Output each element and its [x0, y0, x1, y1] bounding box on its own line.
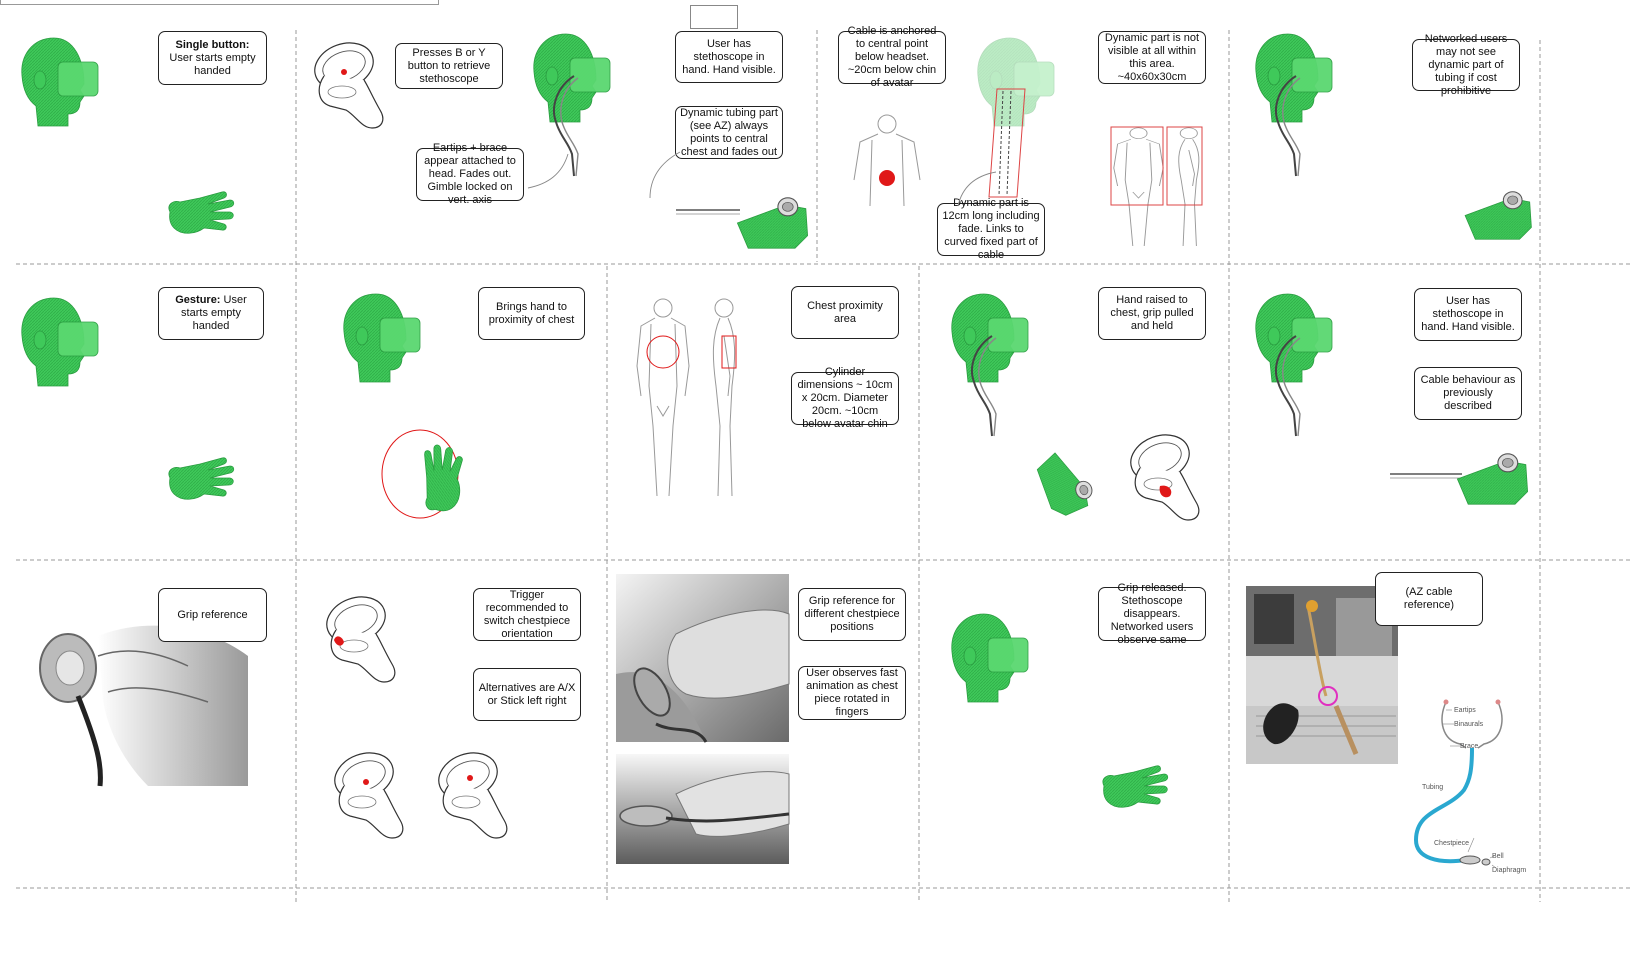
note-eartips-brace: Eartips + brace appear attached to head.… [416, 142, 524, 206]
note-brings-hand: Brings hand to proximity of chest [478, 287, 585, 340]
note-not-visible-area: Dynamic part is not visible at all withi… [1098, 31, 1206, 84]
avatar-hand-icon [168, 191, 235, 234]
avatar-body-side-icon [712, 298, 737, 497]
vr-controller-button-icon [327, 744, 404, 839]
note-gesture: Gesture: User starts empty handed [158, 287, 264, 340]
note-grip-reference: Grip reference [158, 588, 267, 642]
az-cable-reference-photo [1246, 586, 1398, 764]
note-trigger-recommended: Trigger recommended to switch chestpiece… [473, 588, 581, 641]
grip-photo-chest [616, 574, 790, 743]
vr-controller-trigger-icon [319, 588, 396, 683]
note-grip-released: Grip released. Stethoscope disappears. N… [1098, 582, 1206, 646]
avatar-body-side-icon [1166, 126, 1203, 247]
avatar-head-icon [21, 37, 99, 127]
note-grip-reference-positions: Grip reference for different chestpiece … [798, 588, 906, 641]
note-dynamic-part-length: Dynamic part is 12cm long including fade… [937, 197, 1045, 261]
bell-label: Bell [1492, 853, 1504, 860]
note-single-button: Single button: User starts empty handed [158, 31, 267, 85]
avatar-body-front-icon [853, 114, 921, 207]
avatar-head-icon [21, 297, 99, 387]
note-cable-anchor: Cable is anchored to central point below… [838, 25, 946, 89]
vr-controller-stick-icon [431, 744, 508, 839]
grip-photo-table [616, 754, 790, 864]
avatar-head-stethoscope-icon [1255, 33, 1333, 177]
note-fast-animation: User observes fast animation as chest pi… [798, 666, 906, 720]
tubing-label: Tubing [1422, 784, 1443, 791]
cable-segment-icon [988, 88, 1026, 198]
arrow-connector [649, 151, 681, 199]
chestpiece-icon [1464, 191, 1532, 240]
note-networked-users: Networked users may not see dynamic part… [1412, 33, 1520, 97]
chestpiece-in-hand-icon [1033, 444, 1098, 520]
note-dynamic-tubing: Dynamic tubing part (see AZ) always poin… [675, 106, 783, 159]
note-hand-raised: Hand raised to chest, grip pulled and he… [1098, 287, 1206, 340]
avatar-head-icon [343, 293, 421, 383]
avatar-hand-icon [1102, 765, 1169, 808]
note-cylinder-dimensions: Cylinder dimensions ~ 10cm x 20cm. Diame… [791, 366, 899, 430]
binaurals-label: Binaurals [1454, 721, 1484, 728]
arrow-connector [527, 153, 569, 189]
chestpiece-icon [676, 197, 809, 249]
chestpiece-label: Chestpiece [1434, 840, 1469, 847]
top-frame-edge [0, 0, 439, 5]
vr-controller-icon [307, 34, 384, 129]
arrow-connector [957, 171, 997, 207]
avatar-body-front-icon [1110, 126, 1164, 247]
note-has-stethoscope-1: User has stethoscope in hand. Hand visib… [675, 31, 783, 83]
note-alternatives: Alternatives are A/X or Stick left right [473, 668, 581, 721]
vr-controller-icon [1123, 426, 1200, 521]
top-small-frame [690, 5, 738, 29]
chestpiece-icon [1390, 453, 1529, 505]
brace-label: Brace [1460, 743, 1478, 750]
note-cable-behaviour: Cable behaviour as previously described [1414, 367, 1522, 420]
eartips-label: Eartips [1454, 707, 1476, 714]
avatar-head-icon [951, 613, 1029, 703]
avatar-head-stethoscope-icon [951, 293, 1029, 437]
avatar-hand-icon [168, 457, 235, 500]
note-has-stethoscope-2: User has stethoscope in hand. Hand visib… [1414, 288, 1522, 341]
stethoscope-diagram: Eartips Binaurals Brace Tubing Chestpiec… [1413, 699, 1526, 874]
note-chest-proximity: Chest proximity area [791, 286, 899, 339]
hand-raised-proximity-icon [381, 429, 468, 519]
diaphragm-label: Diaphragm [1492, 867, 1526, 874]
avatar-body-front-icon [636, 298, 690, 497]
note-az-cable-reference: (AZ cable reference) [1375, 572, 1483, 626]
avatar-head-stethoscope-icon [1255, 293, 1333, 437]
note-press-b-y: Presses B or Y button to retrieve stetho… [395, 43, 503, 89]
